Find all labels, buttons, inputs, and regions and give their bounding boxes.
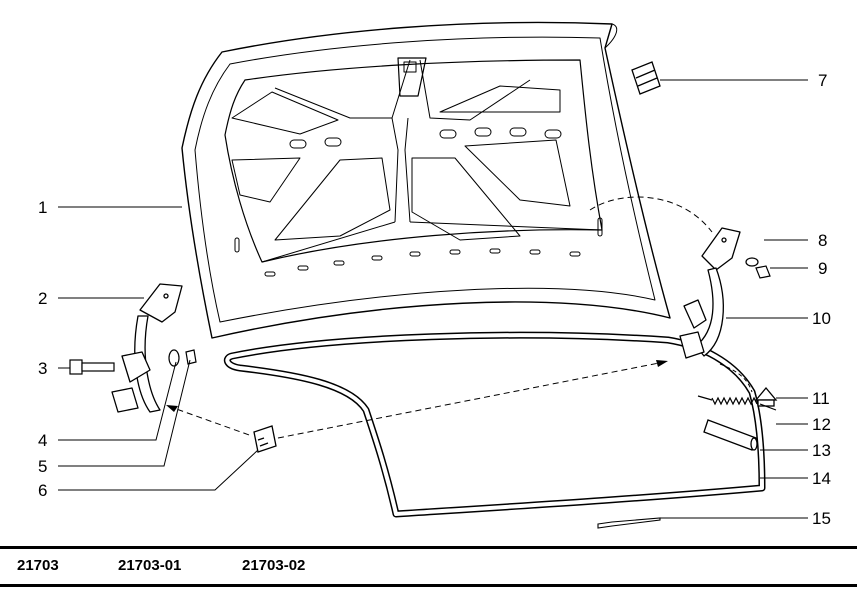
callout-12: 12 — [812, 415, 831, 434]
left-hinge — [111, 283, 183, 413]
bolt — [69, 359, 115, 375]
nut-right — [755, 265, 771, 279]
right-hinge — [679, 227, 741, 359]
callout-3: 3 — [38, 359, 47, 378]
reference-code: 21703-01 — [118, 557, 182, 574]
relation-lines — [167, 196, 753, 439]
relation-arrows — [166, 360, 668, 412]
callout-13: 13 — [812, 441, 831, 460]
leader-lines — [58, 79, 808, 519]
callout-14: 14 — [812, 469, 831, 488]
callout-labels: 1 2 3 4 5 6 7 8 9 10 11 12 13 14 15 — [38, 71, 831, 528]
callout-4: 4 — [38, 431, 47, 450]
callout-6: 6 — [38, 481, 47, 500]
trunk-lid — [181, 21, 671, 339]
washer — [168, 349, 180, 367]
weatherstrip-seal — [223, 331, 766, 518]
clip — [754, 386, 778, 407]
callout-7: 7 — [818, 71, 827, 90]
callout-15: 15 — [812, 509, 831, 528]
reference-code: 21703 — [17, 557, 59, 574]
rubber-bump-stop — [631, 61, 661, 95]
callout-8: 8 — [818, 231, 827, 250]
sleeve — [703, 419, 758, 451]
callout-11: 11 — [812, 389, 830, 408]
exploded-parts-diagram: 1 2 3 4 5 6 7 8 9 10 11 12 13 14 15 — [38, 21, 831, 529]
reference-code: 21703-02 — [242, 557, 306, 574]
callout-2: 2 — [38, 289, 47, 308]
rod — [597, 517, 661, 529]
callout-9: 9 — [818, 259, 827, 278]
callout-10: 10 — [812, 309, 831, 328]
spring — [697, 395, 777, 411]
callout-5: 5 — [38, 457, 47, 476]
nut — [185, 349, 197, 365]
washer-right — [745, 257, 759, 267]
top-rule — [0, 546, 857, 549]
buffer — [253, 425, 277, 453]
callout-1: 1 — [38, 198, 47, 217]
bottom-rule — [0, 584, 857, 587]
reference-code-bar: 21703 21703-01 21703-02 — [0, 546, 857, 587]
